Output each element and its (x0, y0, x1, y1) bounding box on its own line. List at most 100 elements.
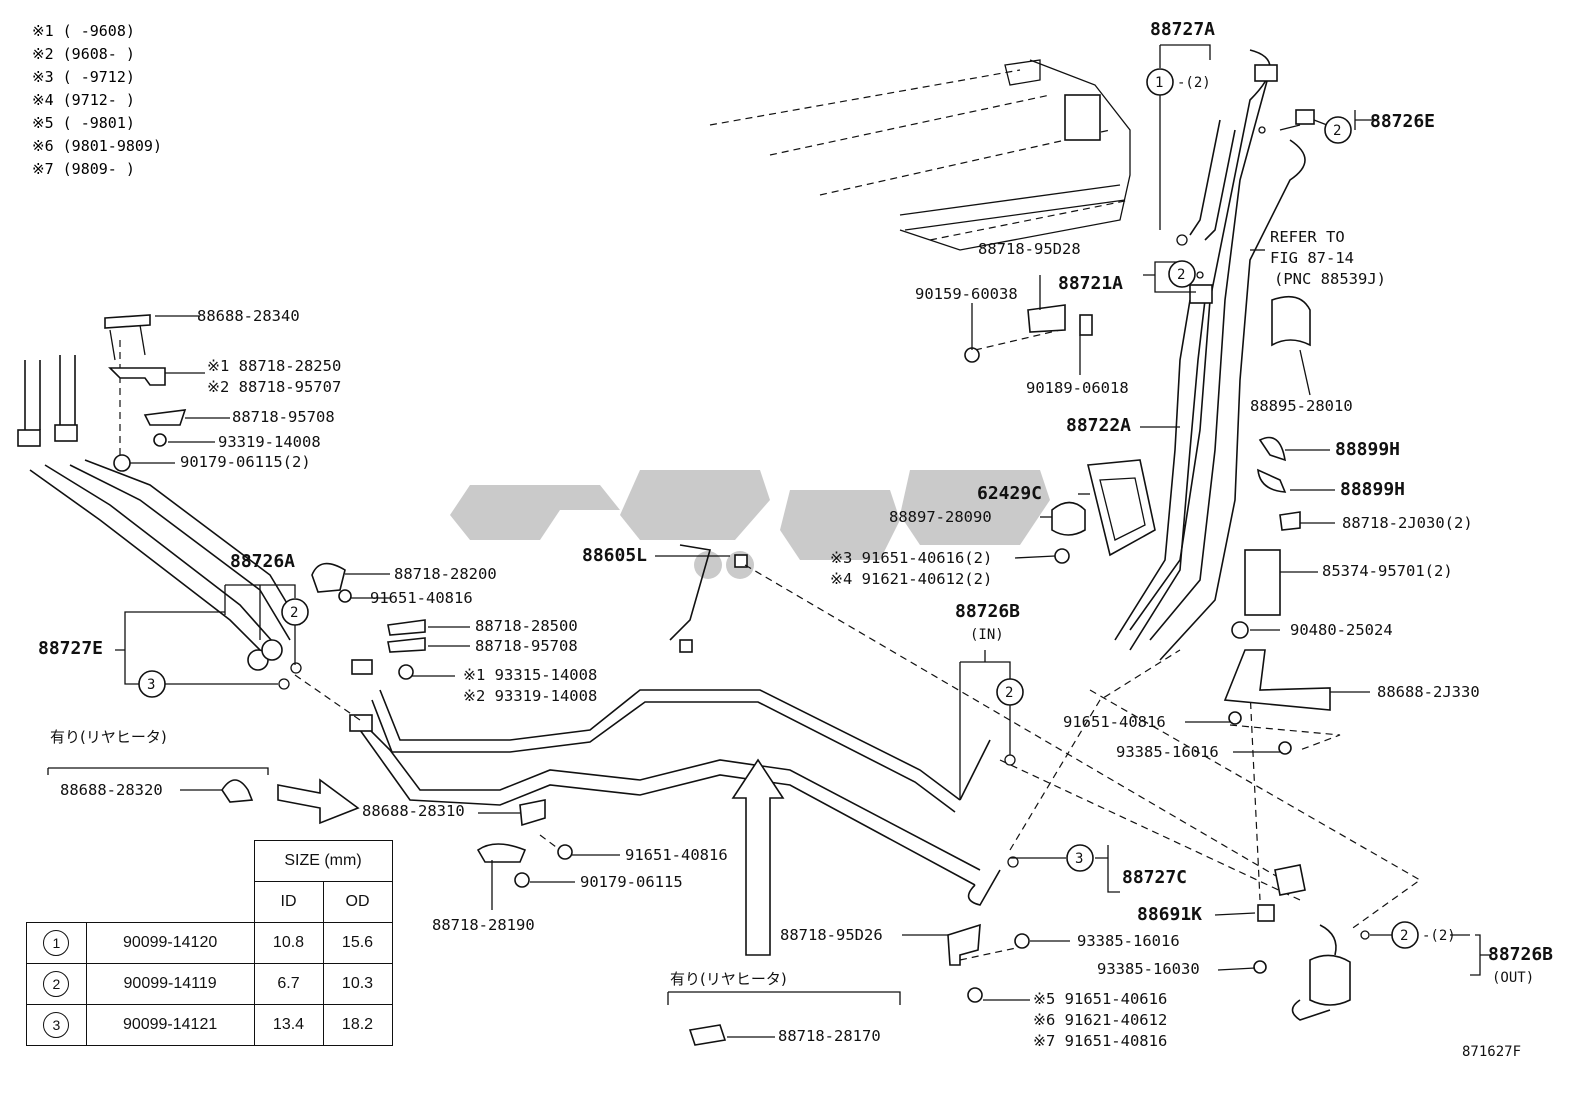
label-out: (OUT) (1492, 970, 1534, 986)
label-88726A: 88726A (230, 551, 295, 572)
ref-number: 3 (43, 1012, 70, 1038)
label-88718-2J030: 88718-2J030(2) (1342, 514, 1473, 532)
note-2: ※2 (9608- ) (32, 45, 135, 63)
svg-text:2: 2 (1177, 267, 1185, 283)
label-88726E: 88726E (1370, 111, 1435, 132)
arrows (277, 758, 785, 956)
label-90179-06115-2: 90179-06115(2) (180, 453, 311, 471)
label-91621-40612-n4: ※4 91621-40612(2) (830, 570, 992, 588)
label-88718-28190: 88718-28190 (432, 916, 535, 934)
label-rear-heater-2: 有り(リヤヒータ) (670, 970, 787, 988)
refer-line-1: REFER TO (1270, 228, 1345, 246)
dashed-leaders (119, 329, 1422, 961)
part-number: 90099-14121 (85, 1004, 255, 1046)
inner-diameter: 13.4 (253, 1004, 324, 1046)
label-91651-40816-a: 91651-40816 (370, 589, 473, 607)
refer-line-3: (PNC 88539J) (1274, 270, 1386, 288)
svg-text:2: 2 (1400, 928, 1408, 944)
label-88718-28170: 88718-28170 (778, 1027, 881, 1045)
svg-text:1: 1 (1155, 75, 1163, 91)
label-88726B-in: 88726B (955, 601, 1020, 622)
label-62429C: 62429C (977, 483, 1042, 504)
ref-circle-1 (1146, 68, 1174, 96)
label-88718-95707: ※2 88718-95707 (207, 378, 341, 396)
label-88718-95708-b: 88718-95708 (475, 637, 578, 655)
vehicle-roof-outline (709, 59, 1131, 251)
inner-diameter: 6.7 (253, 963, 324, 1005)
size-header: SIZE (mm) (253, 840, 393, 882)
label-88721A: 88721A (1058, 273, 1123, 294)
ref-circle-2-b (1168, 260, 1196, 288)
label-88727A: 88727A (1150, 19, 1215, 40)
ref-circle-3-a (138, 670, 166, 698)
label-93319-14008-a: 93319-14008 (218, 433, 321, 451)
ref-circle-3-b (1066, 844, 1094, 872)
svg-text:-(2): -(2) (1422, 928, 1456, 944)
refer-line-2: FIG 87-14 (1270, 249, 1354, 267)
label-90480-25024: 90480-25024 (1290, 621, 1393, 639)
svg-text:3: 3 (147, 677, 155, 693)
label-90189-06018: 90189-06018 (1026, 379, 1129, 397)
ref-number: 2 (43, 971, 70, 997)
ref-circle-2-e (1324, 116, 1352, 144)
col-od-header: OD (322, 881, 393, 923)
svg-text:3: 3 (1075, 851, 1083, 867)
ref-number: 1 (43, 930, 70, 956)
label-rear-heater-1: 有り(リヤヒータ) (50, 728, 167, 746)
svg-text:2: 2 (1333, 123, 1341, 139)
hose-size-table: SIZE (mm) ID OD 1 90099-14120 10.8 15.6 … (26, 840, 393, 1046)
label-88897-28090: 88897-28090 (889, 508, 992, 526)
label-88718-95708-a: 88718-95708 (232, 408, 335, 426)
label-88688-2J330: 88688-2J330 (1377, 683, 1480, 701)
label-in: (IN) (970, 627, 1004, 643)
label-91651-40816-right: 91651-40816 (1063, 713, 1166, 731)
outer-diameter: 15.6 (322, 922, 393, 964)
vertical-hoses-right (1114, 49, 1315, 661)
label-85374-95701: 85374-95701(2) (1322, 562, 1453, 580)
ref-circle-2-c (996, 678, 1024, 706)
label-88605L: 88605L (582, 545, 647, 566)
label-91651-40816-n7: ※7 91651-40816 (1033, 1032, 1167, 1050)
svg-text:-(2): -(2) (1177, 75, 1211, 91)
ref-circle-2-d (281, 598, 309, 626)
label-88727E: 88727E (38, 638, 103, 659)
part-number: 90099-14120 (85, 922, 255, 964)
label-91651-40816-b: 91651-40816 (625, 846, 728, 864)
label-88688-28310: 88688-28310 (362, 802, 465, 820)
part-number: 90099-14119 (85, 963, 255, 1005)
label-88718-95D26: 88718-95D26 (780, 926, 883, 944)
label-93385-16016: 93385-16016 (1077, 932, 1180, 950)
label-88691K: 88691K (1137, 904, 1202, 925)
label-91651-40616-n3: ※3 91651-40616(2) (830, 549, 992, 567)
outer-diameter: 18.2 (322, 1004, 393, 1046)
table-row: 3 90099-14121 13.4 18.2 (26, 1004, 393, 1046)
note-7: ※7 (9809- ) (32, 160, 135, 178)
label-93385-16016-right: 93385-16016 (1116, 743, 1219, 761)
leader-lines (47, 44, 1490, 1038)
label-93315-14008: ※1 93315-14008 (463, 666, 597, 684)
label-90159-60038: 90159-60038 (915, 285, 1018, 303)
label-88899H-1: 88899H (1335, 439, 1400, 460)
label-88718-28500: 88718-28500 (475, 617, 578, 635)
label-88722A: 88722A (1066, 415, 1131, 436)
label-88726B-out: 88726B (1488, 944, 1553, 965)
label-93385-16030: 93385-16030 (1097, 960, 1200, 978)
small-parts (104, 295, 1351, 1046)
label-88718-28200: 88718-28200 (394, 565, 497, 583)
left-hoses (17, 355, 301, 671)
inner-diameter: 10.8 (253, 922, 324, 964)
label-90179-06115: 90179-06115 (580, 873, 683, 891)
note-3: ※3 ( -9712) (32, 68, 135, 86)
table-row: 2 90099-14119 6.7 10.3 (26, 963, 393, 1005)
label-88718-28250: ※1 88718-28250 (207, 357, 341, 375)
label-88895-28010: 88895-28010 (1250, 397, 1353, 415)
ref-circle-2-f (1391, 921, 1419, 949)
floor-pipes (349, 544, 1001, 906)
label-93319-14008-b: ※2 93319-14008 (463, 687, 597, 705)
note-4: ※4 (9712- ) (32, 91, 135, 109)
label-91621-40612-n6: ※6 91621-40612 (1033, 1011, 1167, 1029)
svg-text:2: 2 (1005, 685, 1013, 701)
figure-number: 871627F (1462, 1044, 1521, 1060)
label-88718-95D28: 88718-95D28 (978, 240, 1081, 258)
